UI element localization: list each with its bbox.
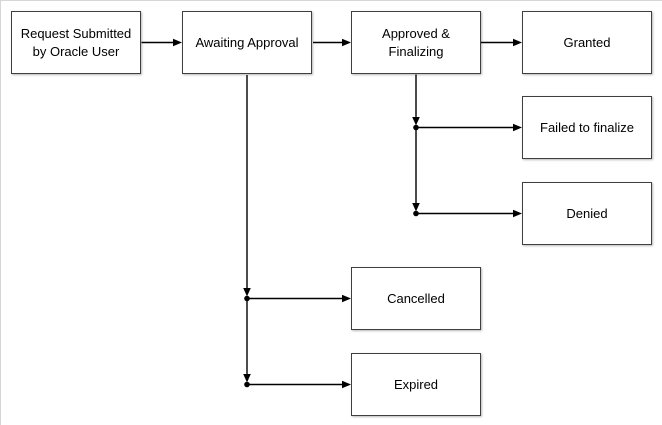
node-approved-finalizing: Approved & Finalizing bbox=[351, 11, 481, 74]
node-request-submitted-label: Request Submitted by Oracle User bbox=[20, 25, 132, 59]
node-awaiting-approval-label: Awaiting Approval bbox=[195, 34, 299, 50]
edge-awaiting-to-cancelled bbox=[249, 294, 351, 303]
node-failed-to-finalize-label: Failed to finalize bbox=[540, 119, 634, 135]
edge-awaiting-to-expired bbox=[249, 380, 351, 389]
node-cancelled-label: Cancelled bbox=[387, 290, 445, 306]
node-denied-label: Denied bbox=[566, 205, 608, 221]
edge-approved-to-denied bbox=[418, 209, 522, 218]
edge-awaiting-branch-vertical bbox=[243, 75, 251, 388]
node-denied: Denied bbox=[522, 182, 652, 245]
node-granted-label: Granted bbox=[563, 34, 611, 50]
node-failed-to-finalize: Failed to finalize bbox=[522, 96, 652, 159]
node-request-submitted: Request Submitted by Oracle User bbox=[11, 11, 141, 74]
edge-awaiting-to-approved bbox=[313, 38, 351, 47]
node-expired: Expired bbox=[351, 353, 481, 416]
node-approved-finalizing-label: Approved & Finalizing bbox=[382, 25, 450, 59]
node-awaiting-approval: Awaiting Approval bbox=[182, 11, 312, 74]
edge-approved-to-granted bbox=[481, 38, 522, 47]
node-granted: Granted bbox=[522, 11, 652, 74]
node-expired-label: Expired bbox=[393, 376, 439, 392]
edge-approved-to-failed bbox=[418, 123, 522, 132]
edge-request-to-awaiting bbox=[141, 38, 182, 47]
node-cancelled: Cancelled bbox=[351, 267, 481, 330]
edge-approved-branch-vertical bbox=[412, 74, 420, 217]
